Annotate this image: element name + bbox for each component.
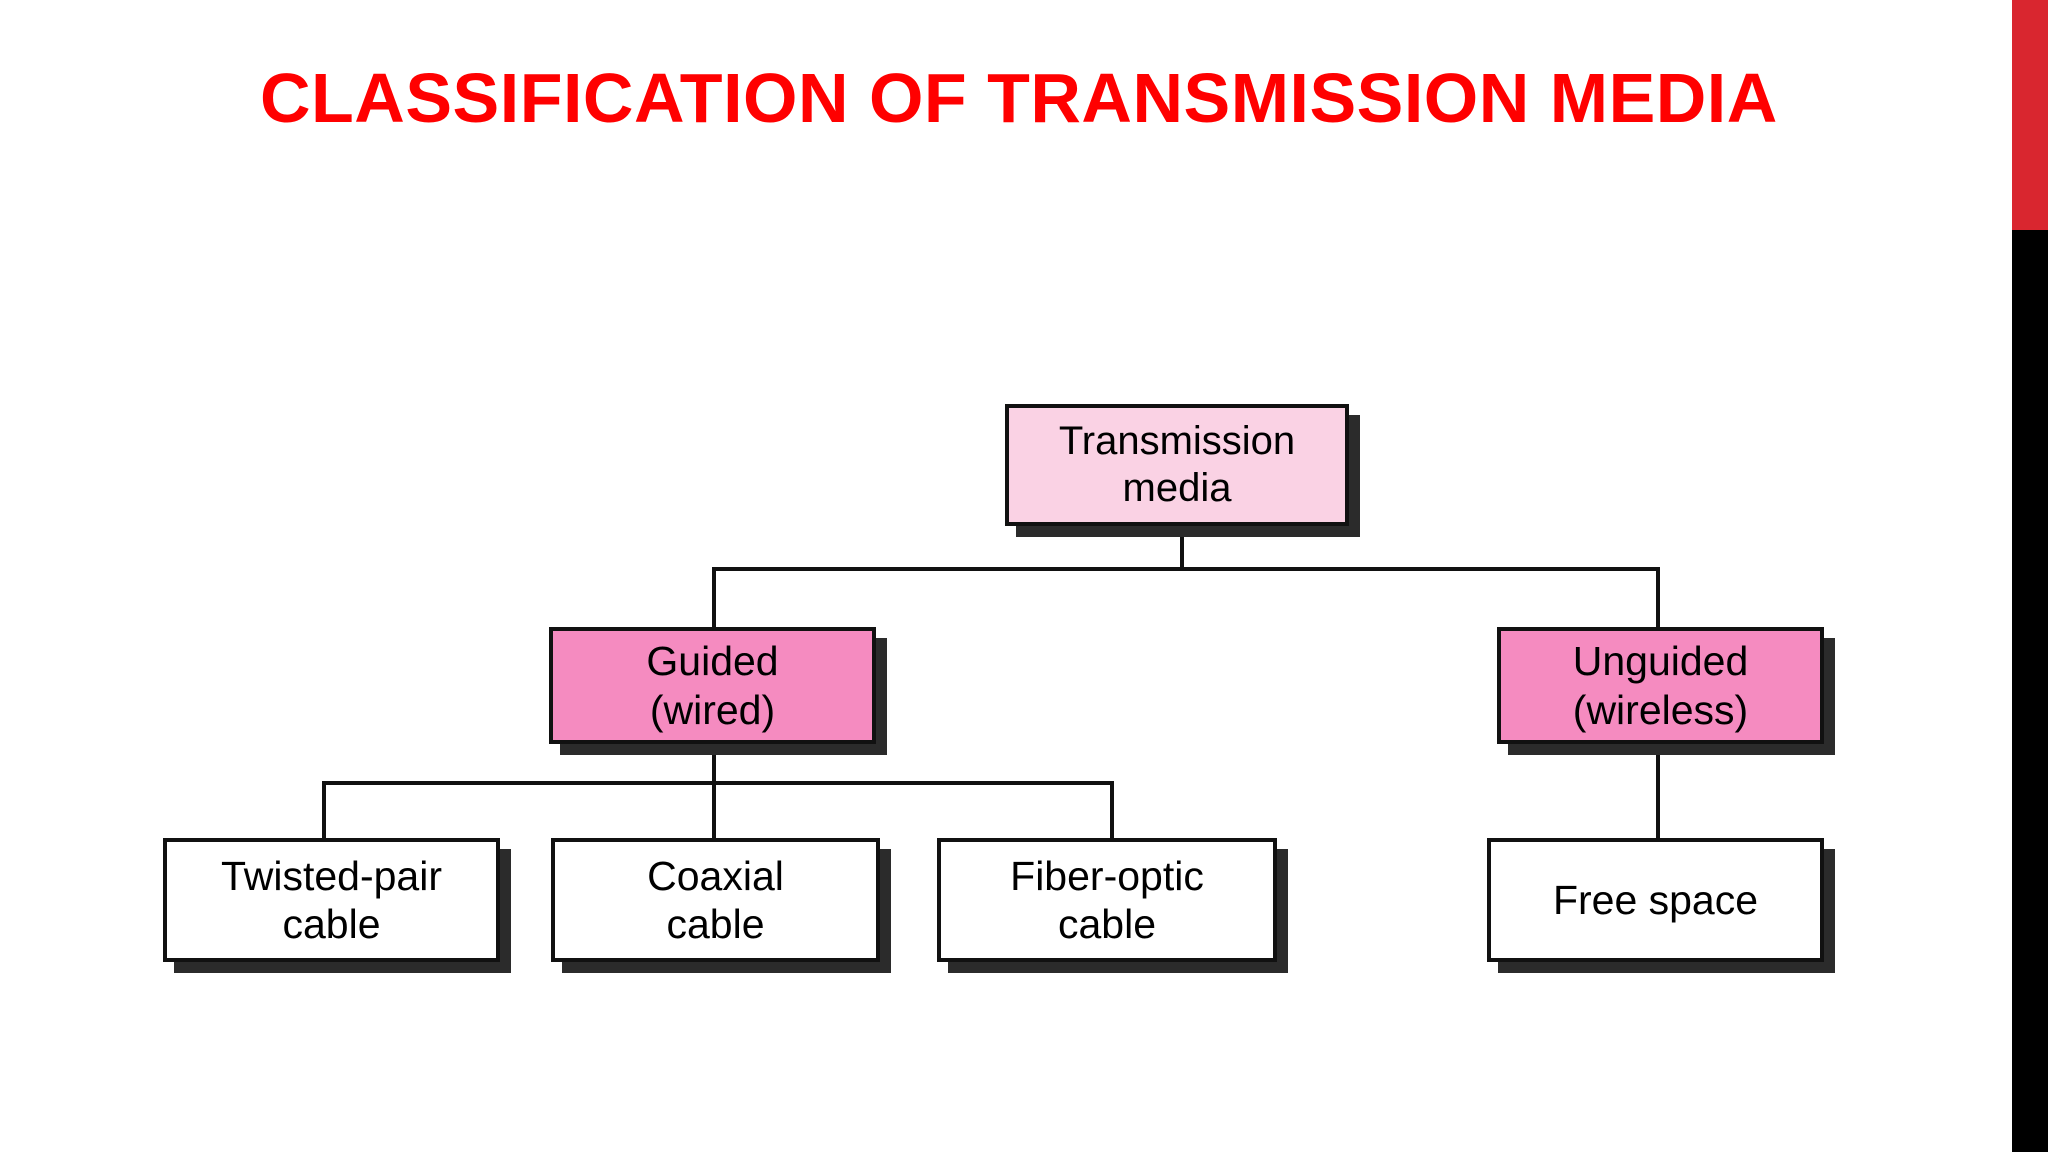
node-guided-label: Guided (wired) — [646, 638, 779, 733]
node-twisted-pair-cable-label: Twisted-pair cable — [220, 852, 442, 947]
connector-guided-down — [712, 740, 716, 783]
page-title: CLASSIFICATION OF TRANSMISSION MEDIA — [260, 59, 1778, 137]
right-edge-accent-bar — [2012, 0, 2048, 1152]
connector-to-fiber-optic — [1110, 781, 1114, 841]
connector-level1-horizontal — [712, 567, 1660, 571]
node-unguided[interactable]: Unguided (wireless) — [1497, 627, 1824, 744]
connector-to-coaxial — [712, 781, 716, 841]
edge-bar-red-segment — [2012, 0, 2048, 230]
node-coaxial-cable-label: Coaxial cable — [647, 852, 784, 947]
node-unguided-label: Unguided (wireless) — [1572, 638, 1749, 733]
node-coaxial-cable[interactable]: Coaxial cable — [551, 838, 880, 962]
node-twisted-pair-cable[interactable]: Twisted-pair cable — [163, 838, 500, 962]
connector-root-down — [1180, 525, 1184, 570]
connector-to-twisted-pair — [322, 781, 326, 841]
connector-to-unguided — [1656, 567, 1660, 634]
node-transmission-media[interactable]: Transmission media — [1005, 404, 1349, 526]
node-guided[interactable]: Guided (wired) — [549, 627, 876, 744]
connector-to-guided — [712, 567, 716, 634]
connector-level2-horizontal — [322, 781, 1114, 785]
edge-bar-black-segment — [2012, 230, 2048, 1152]
connector-to-free-space — [1656, 740, 1660, 841]
node-free-space[interactable]: Free space — [1487, 838, 1824, 962]
node-fiber-optic-cable[interactable]: Fiber-optic cable — [937, 838, 1277, 962]
node-transmission-media-label: Transmission media — [1058, 418, 1296, 510]
node-fiber-optic-cable-label: Fiber-optic cable — [1010, 852, 1204, 947]
node-free-space-label: Free space — [1552, 876, 1759, 923]
